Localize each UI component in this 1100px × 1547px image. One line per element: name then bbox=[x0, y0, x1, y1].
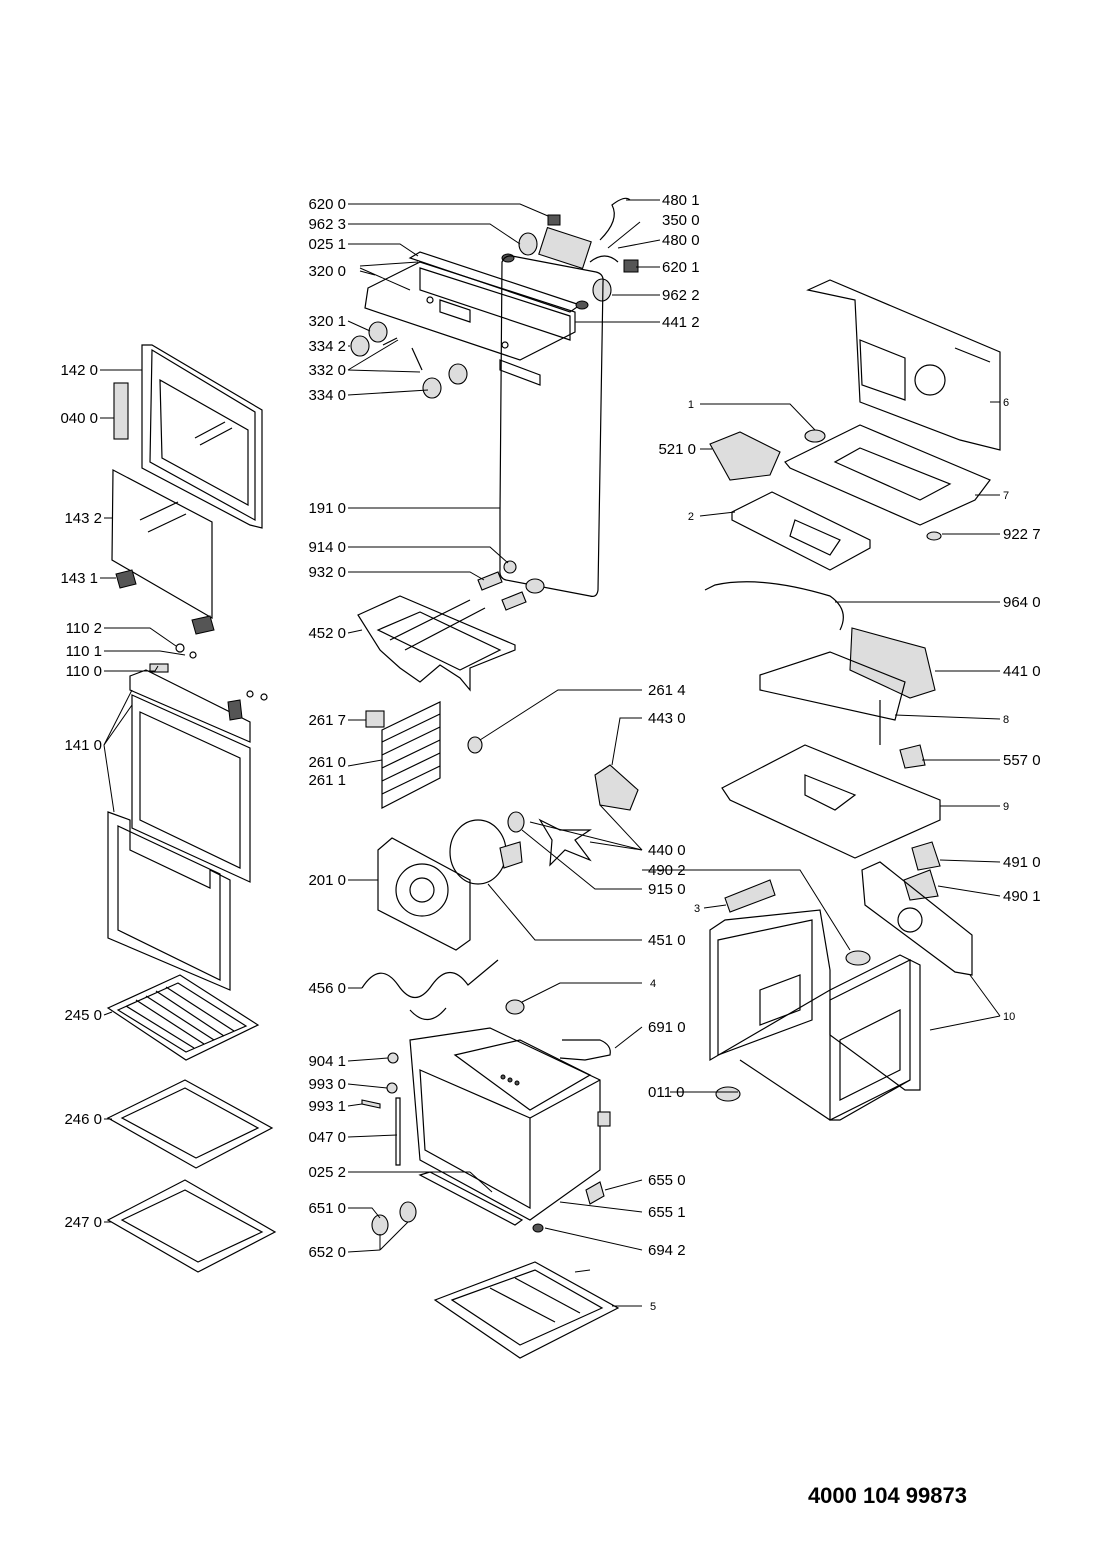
callout-5: 5 bbox=[650, 1301, 656, 1313]
callout-245-0: 245 0 bbox=[64, 1007, 102, 1024]
callout-691-0: 691 0 bbox=[648, 1019, 686, 1036]
callout-620-0: 620 0 bbox=[308, 196, 346, 213]
callout-110-0: 110 0 bbox=[66, 663, 102, 680]
callout-334-0: 334 0 bbox=[308, 387, 346, 404]
callout-143-2: 143 2 bbox=[64, 510, 102, 527]
callout-040-0: 040 0 bbox=[60, 410, 98, 427]
callout-246-0: 246 0 bbox=[64, 1111, 102, 1128]
racks-and-trays bbox=[106, 974, 277, 1273]
leader-lines bbox=[100, 199, 1001, 1307]
callout-201-0: 201 0 bbox=[308, 872, 346, 889]
callout-025-1: 025 1 bbox=[308, 236, 346, 253]
oven-cavity bbox=[361, 1027, 620, 1359]
callout-261-1: 261 1 bbox=[308, 772, 346, 789]
callout-557-0: 557 0 bbox=[1003, 752, 1041, 769]
callout-10: 10 bbox=[1003, 1011, 1015, 1023]
callout-025-2: 025 2 bbox=[308, 1164, 346, 1181]
callout-047-0: 047 0 bbox=[308, 1129, 346, 1146]
callout-922-7: 922 7 bbox=[1003, 526, 1041, 543]
callout-964-0: 964 0 bbox=[1003, 594, 1041, 611]
callout-441-2: 441 2 bbox=[662, 314, 700, 331]
callout-1: 1 bbox=[688, 399, 694, 411]
callout-350-0: 350 0 bbox=[662, 212, 700, 229]
callout-651-0: 651 0 bbox=[308, 1200, 346, 1217]
callout-962-2: 962 2 bbox=[662, 287, 700, 304]
callout-456-0: 456 0 bbox=[308, 980, 346, 997]
callout-655-1: 655 1 bbox=[648, 1204, 686, 1221]
document-number: 4000 104 99873 bbox=[808, 1483, 967, 1508]
callout-320-0: 320 0 bbox=[308, 263, 346, 280]
callout-141-0: 141 0 bbox=[64, 737, 102, 754]
callout-334-2: 334 2 bbox=[308, 338, 346, 355]
callout-993-1: 993 1 bbox=[308, 1098, 346, 1115]
callout-320-1: 320 1 bbox=[308, 313, 346, 330]
callout-491-0: 491 0 bbox=[1003, 854, 1041, 871]
callout-443-0: 443 0 bbox=[648, 710, 686, 727]
callout-962-3: 962 3 bbox=[308, 216, 346, 233]
callout-142-0: 142 0 bbox=[60, 362, 98, 379]
callout-011-0: 011 0 bbox=[648, 1084, 684, 1101]
callout-915-0: 915 0 bbox=[648, 881, 686, 898]
callout-110-2: 110 2 bbox=[66, 620, 102, 637]
center-parts bbox=[357, 255, 639, 1061]
callout-932-0: 932 0 bbox=[308, 564, 346, 581]
callout-191-0: 191 0 bbox=[308, 500, 346, 517]
callout-8: 8 bbox=[1003, 714, 1009, 726]
callout-993-0: 993 0 bbox=[308, 1076, 346, 1093]
callout-480-0: 480 0 bbox=[662, 232, 700, 249]
callout-2: 2 bbox=[688, 511, 694, 523]
callout-332-0: 332 0 bbox=[308, 362, 346, 379]
callout-247-0: 247 0 bbox=[64, 1214, 102, 1231]
callout-9: 9 bbox=[1003, 801, 1009, 813]
right-assembly bbox=[704, 279, 1001, 1121]
callout-143-1: 143 1 bbox=[60, 570, 98, 587]
callout-904-1: 904 1 bbox=[308, 1053, 346, 1070]
callout-914-0: 914 0 bbox=[308, 539, 346, 556]
callout-261-7: 261 7 bbox=[308, 712, 346, 729]
door-assembly bbox=[107, 344, 268, 991]
callout-620-1: 620 1 bbox=[662, 259, 700, 276]
control-panel-assembly bbox=[350, 197, 639, 399]
callout-3: 3 bbox=[694, 903, 700, 915]
callout-261-0: 261 0 bbox=[308, 754, 346, 771]
callout-655-0: 655 0 bbox=[648, 1172, 686, 1189]
callout-480-1: 480 1 bbox=[662, 192, 700, 209]
callout-261-4: 261 4 bbox=[648, 682, 686, 699]
callout-440-0: 440 0 bbox=[648, 842, 686, 859]
callout-451-0: 451 0 bbox=[648, 932, 686, 949]
callout-7: 7 bbox=[1003, 490, 1009, 502]
callout-521-0: 521 0 bbox=[658, 441, 696, 458]
callout-441-0: 441 0 bbox=[1003, 663, 1041, 680]
callout-452-0: 452 0 bbox=[308, 625, 346, 642]
callout-labels: 620 0 962 3 025 1 320 0 320 1 334 2 332 … bbox=[60, 192, 1040, 1313]
callout-4: 4 bbox=[650, 978, 656, 990]
callout-110-1: 110 1 bbox=[66, 643, 102, 660]
callout-694-2: 694 2 bbox=[648, 1242, 686, 1259]
callout-490-2: 490 2 bbox=[648, 862, 686, 879]
callout-6: 6 bbox=[1003, 397, 1009, 409]
callout-652-0: 652 0 bbox=[308, 1244, 346, 1261]
callout-490-1: 490 1 bbox=[1003, 888, 1041, 905]
